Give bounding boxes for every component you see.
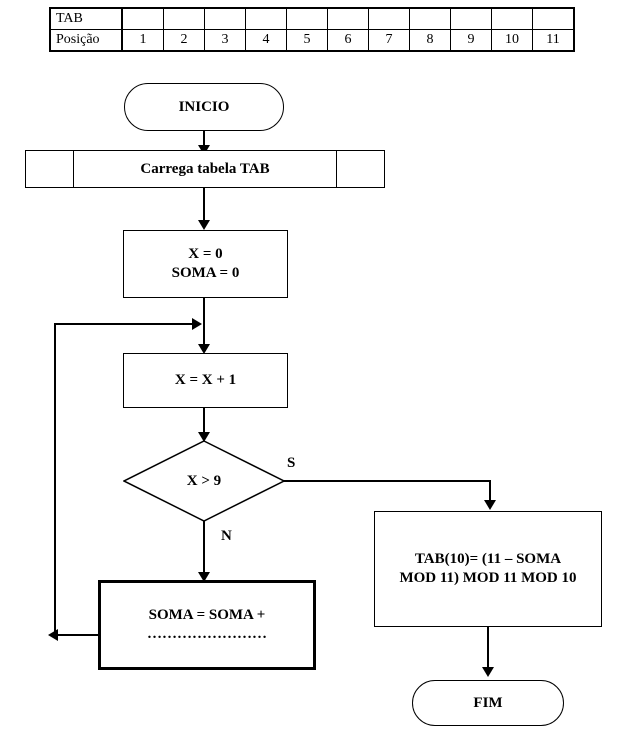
position-cell: 8 (409, 29, 451, 52)
node-fim-label: FIM (473, 694, 503, 711)
predef-bar-right (336, 151, 337, 187)
node-compute-line2: MOD 11) MOD 11 MOD 10 (399, 570, 577, 586)
row-label-posicao: Posição (49, 29, 123, 52)
arrowhead-yes-to-compute (484, 500, 496, 510)
tab-cell (409, 7, 451, 30)
connector-init-to-increment (203, 298, 205, 352)
connector-no-vertical (203, 521, 205, 579)
position-cell: 4 (245, 29, 287, 52)
position-cell: 3 (204, 29, 246, 52)
node-increment-label: X = X + 1 (174, 372, 237, 389)
arrowhead-loop-into-main (192, 318, 202, 330)
tab-cell (368, 7, 410, 30)
tab-cell (327, 7, 369, 30)
branch-label-no: N (221, 528, 232, 544)
position-cell: 7 (368, 29, 410, 52)
tab-cell (121, 7, 164, 30)
tab-positions-table: TAB Posição 1 2 3 4 5 6 7 8 9 10 11 (49, 7, 575, 52)
node-inicio-label: INICIO (178, 98, 230, 115)
connector-yes-vertical (489, 480, 491, 506)
arrowhead-loop-back (48, 629, 58, 641)
node-inicio: INICIO (124, 83, 284, 131)
predef-bar-left (73, 151, 74, 187)
connector-loop-top-horizontal (54, 323, 200, 325)
table-row-posicao: Posição 1 2 3 4 5 6 7 8 9 10 11 (49, 29, 575, 52)
position-cell: 11 (532, 29, 575, 52)
branch-label-yes: S (287, 455, 296, 471)
connector-yes-horizontal (283, 480, 491, 482)
connector-compute-to-fim (487, 627, 489, 675)
node-carrega-tabela-label: Carrega tabela TAB (140, 160, 270, 177)
tab-cell (245, 7, 287, 30)
position-cell: 2 (163, 29, 205, 52)
node-decision-label-wrap: X > 9 (123, 440, 285, 522)
node-init-variables: X = 0 SOMA = 0 (123, 230, 288, 298)
node-decision-x-gt-9: X > 9 (123, 440, 285, 522)
connector-inicio-to-load (203, 131, 205, 149)
arrowhead-compute-to-fim (482, 667, 494, 677)
arrowhead-load-to-init (198, 220, 210, 230)
connector-loop-left-vertical (54, 323, 56, 636)
position-cell: 6 (327, 29, 369, 52)
node-accumulate-line2: …………………… (147, 626, 267, 642)
connector-load-to-init (203, 188, 205, 224)
tab-cell (204, 7, 246, 30)
node-accumulate-soma: SOMA = SOMA + …………………… (98, 580, 316, 670)
node-decision-label: X > 9 (186, 472, 222, 489)
node-fim: FIM (412, 680, 564, 726)
node-increment: X = X + 1 (123, 353, 288, 408)
node-init-line2: SOMA = 0 (171, 265, 240, 281)
arrowhead-increment-to-decision (198, 432, 210, 442)
node-carrega-tabela: Carrega tabela TAB (25, 150, 385, 188)
tab-cell (450, 7, 492, 30)
node-compute-tab10: TAB(10)= (11 – SOMA MOD 11) MOD 11 MOD 1… (374, 511, 602, 627)
position-cell: 10 (491, 29, 533, 52)
arrowhead-init-to-increment (198, 344, 210, 354)
connector-loop-bottom-horizontal (58, 634, 100, 636)
position-cell: 5 (286, 29, 328, 52)
table-row-tab: TAB (49, 7, 575, 30)
arrowhead-no-to-accumulate (198, 572, 210, 582)
connector-increment-to-decision (203, 408, 205, 440)
node-accumulate-line1: SOMA = SOMA + (148, 607, 266, 624)
position-cell: 1 (121, 29, 164, 52)
node-compute-line1: TAB(10)= (11 – SOMA (414, 551, 562, 568)
node-init-line1: X = 0 (188, 246, 223, 263)
tab-cell (491, 7, 533, 30)
tab-cell (163, 7, 205, 30)
tab-cell (532, 7, 575, 30)
position-cell: 9 (450, 29, 492, 52)
row-label-tab: TAB (49, 7, 123, 30)
tab-cell (286, 7, 328, 30)
